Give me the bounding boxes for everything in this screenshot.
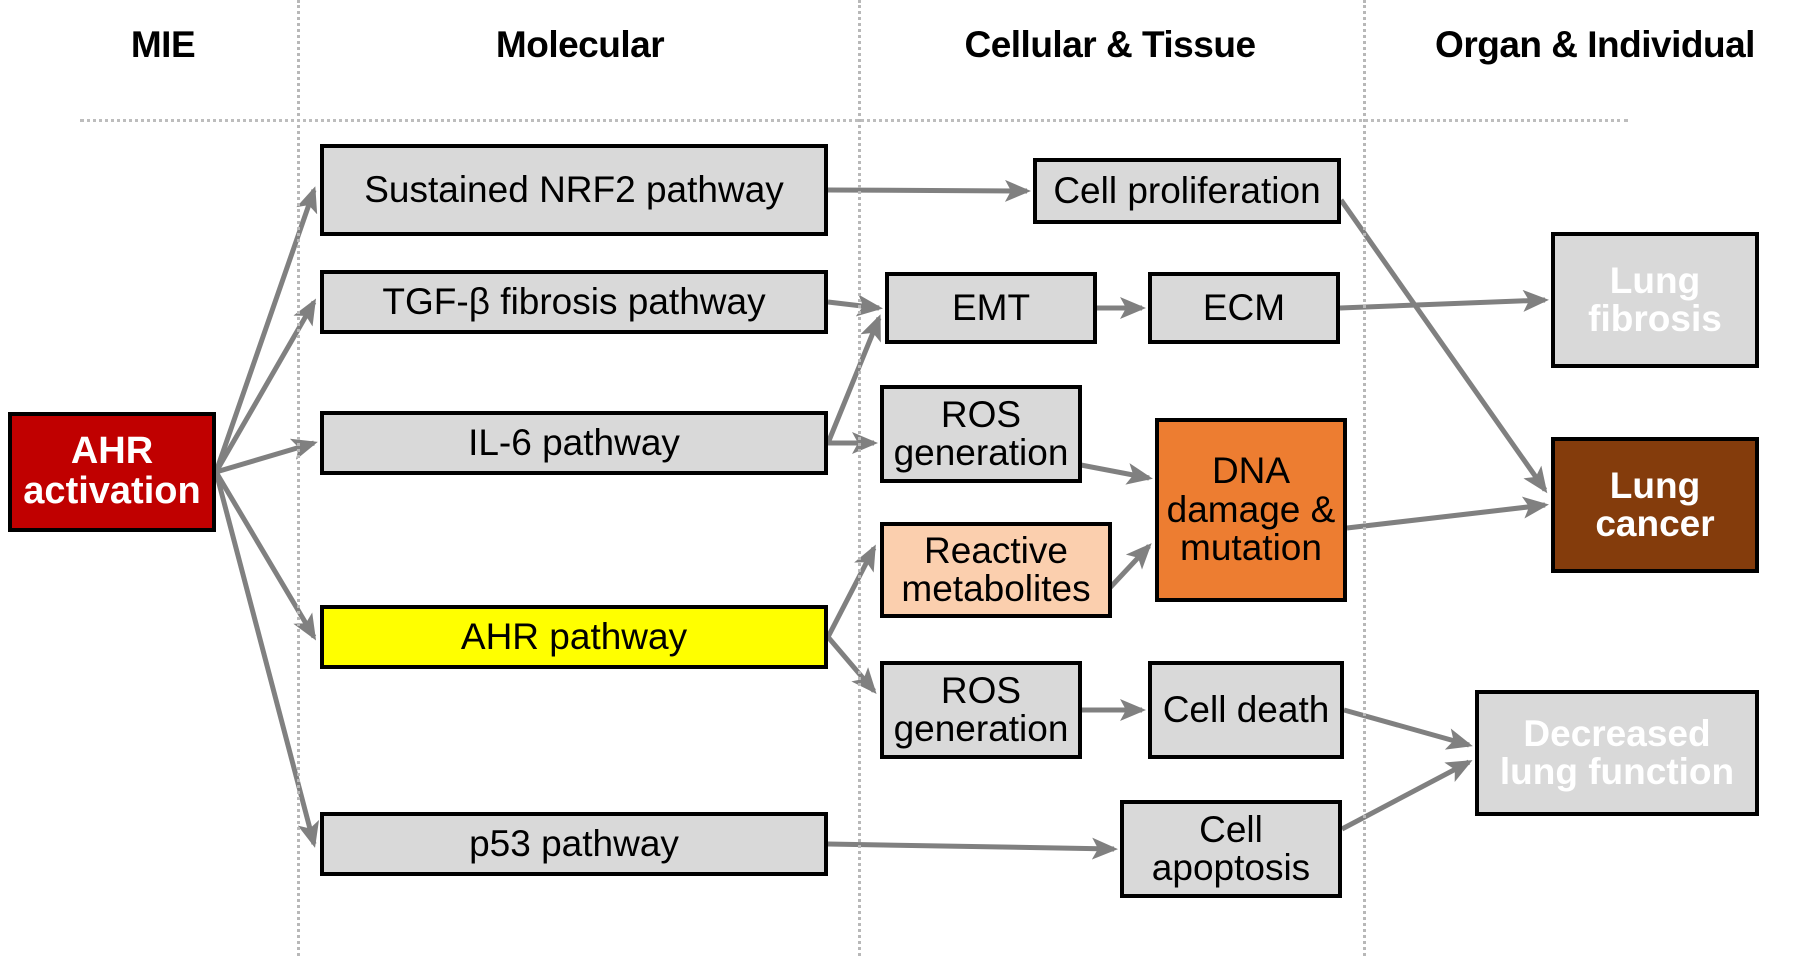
column-header-organ: Organ & Individual [1435, 24, 1755, 65]
node-label-tgfb: TGF-β fibrosis pathway [382, 280, 766, 322]
edge-ecm-to-lung_fibrosis [1339, 289, 1549, 312]
edge-ahr_pathway-to-reactive_metab [825, 544, 877, 639]
node-cell_death[interactable]: Cell death [1148, 661, 1344, 759]
edge-ahr_pathway-to-ros_bottom [826, 635, 877, 695]
column-header-mie: MIE [130, 24, 196, 65]
node-label-ahr_activation: AHR activation [23, 430, 201, 512]
node-label-lung_fibrosis: Lung fibrosis [1588, 259, 1722, 339]
node-cell_apoptosis[interactable]: Cell apoptosis [1120, 800, 1342, 898]
node-label-ahr_pathway: AHR pathway [460, 615, 688, 657]
node-label-il6: IL-6 pathway [468, 421, 680, 463]
node-ros_top[interactable]: ROS generation [880, 385, 1082, 483]
node-label-dna_damage: DNA damage & mutation [1166, 450, 1336, 569]
column-divider-2 [1363, 0, 1366, 956]
node-label-nrf2: Sustained NRF2 pathway [364, 168, 784, 210]
node-p53[interactable]: p53 pathway [320, 812, 828, 876]
node-label-reactive_metab: Reactive metabolites [901, 529, 1091, 609]
node-ecm[interactable]: ECM [1148, 272, 1340, 344]
column-divider-1 [858, 0, 861, 956]
node-label-cell_death: Cell death [1162, 688, 1330, 730]
edge-cell_apoptosis-to-decreased_lung [1340, 759, 1473, 832]
edge-tgfb-to-emt [827, 294, 883, 317]
edge-reactive_metab-to-dna_damage [1104, 543, 1152, 594]
node-cell_prolif[interactable]: Cell proliferation [1033, 158, 1341, 224]
node-label-ecm: ECM [1202, 286, 1286, 328]
column-header-mol: Molecular [495, 24, 665, 65]
node-lung_cancer[interactable]: Lung cancer [1551, 437, 1759, 573]
edge-p53-to-cell_apoptosis [827, 837, 1118, 860]
node-il6[interactable]: IL-6 pathway [320, 411, 828, 475]
node-lung_fibrosis[interactable]: Lung fibrosis [1551, 232, 1759, 368]
node-dna_damage[interactable]: DNA damage & mutation [1155, 418, 1347, 602]
node-label-decreased_lung: Decreased lung function [1499, 712, 1735, 792]
node-label-lung_cancer: Lung cancer [1595, 464, 1715, 544]
node-label-cell_apoptosis: Cell apoptosis [1151, 808, 1311, 888]
edge-cell_prolif-to-lung_cancer [1338, 198, 1548, 494]
node-reactive_metab[interactable]: Reactive metabolites [880, 522, 1112, 618]
node-label-emt: EMT [951, 286, 1031, 328]
node-emt[interactable]: EMT [885, 272, 1097, 344]
node-label-p53: p53 pathway [469, 822, 679, 864]
node-label-ros_top: ROS generation [893, 393, 1069, 473]
node-ahr_activation[interactable]: AHR activation [8, 412, 216, 532]
edge-dna_damage-to-lung_cancer [1346, 496, 1549, 531]
node-nrf2[interactable]: Sustained NRF2 pathway [320, 144, 828, 236]
column-header-celtis: Cellular & Tissue [964, 24, 1256, 65]
node-ahr_pathway[interactable]: AHR pathway [320, 605, 828, 669]
column-divider-0 [297, 0, 300, 956]
node-tgfb[interactable]: TGF-β fibrosis pathway [320, 270, 828, 334]
node-label-cell_prolif: Cell proliferation [1053, 169, 1321, 211]
node-label-ros_bottom: ROS generation [893, 669, 1069, 749]
node-ros_bottom[interactable]: ROS generation [880, 661, 1082, 759]
header-rule [80, 119, 1628, 122]
node-decreased_lung[interactable]: Decreased lung function [1475, 690, 1759, 816]
edge-il6-to-emt [825, 314, 882, 444]
